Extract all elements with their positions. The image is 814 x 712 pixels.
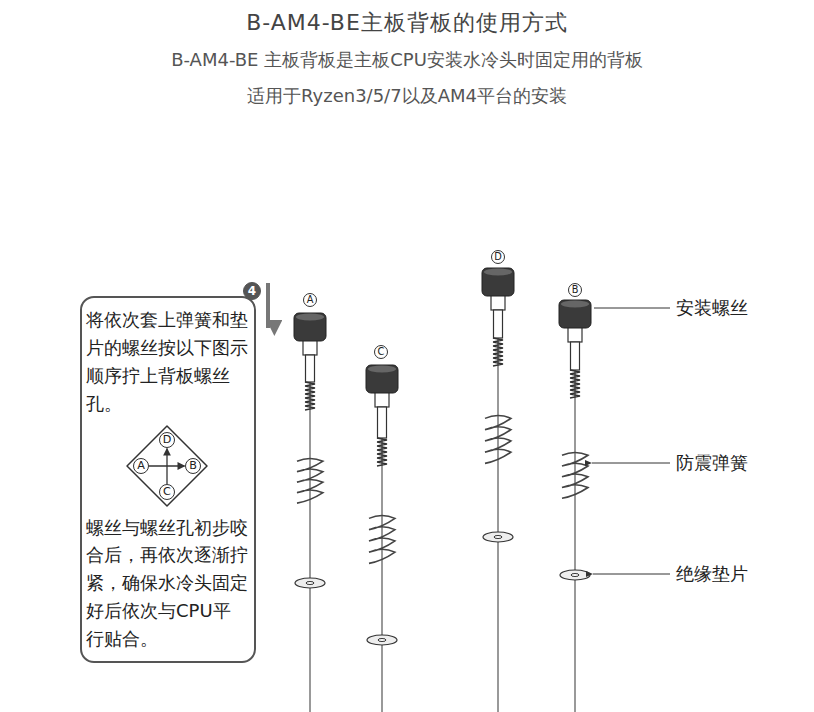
subtitle: B-AM4-BE 主板背板是主板CPU安装水冷头时固定用的背板 [0, 48, 814, 72]
node-letter: D [494, 252, 502, 262]
hole-marker: A [133, 458, 149, 474]
direction-arrow [266, 283, 270, 328]
node-letter: D [163, 434, 172, 445]
screw-marker: A [303, 293, 317, 307]
callout-number: 4 [243, 282, 261, 300]
hole-marker: B [185, 458, 201, 474]
hole-marker: D [159, 432, 175, 448]
node-letter: A [137, 460, 145, 471]
instruction-box: 将依次套上弹簧和垫片的螺丝按以下图示顺序拧上背板螺丝孔。螺丝与螺丝孔初步咬合后，… [80, 296, 256, 663]
leader-line [594, 308, 670, 309]
part-name: 安装螺丝 [676, 296, 748, 320]
screw-marker: D [491, 250, 505, 264]
node-letter: 4 [248, 285, 256, 297]
node-letter: A [307, 295, 314, 305]
leader-line [592, 463, 670, 464]
part-name: 绝缘垫片 [676, 562, 748, 586]
hole-marker: C [159, 484, 175, 500]
order-arrow [166, 449, 167, 485]
node-letter: B [189, 460, 197, 471]
screw-assembly [294, 268, 591, 712]
screw-marker: B [568, 283, 582, 297]
instruction-text: 螺丝与螺丝孔初步咬合后，再依次逐渐拧紧，确保水冷头固定好后依次与CPU平行贴合。 [86, 514, 248, 653]
screw-marker: C [374, 345, 388, 359]
title: B-AM4-BE主板背板的使用方式 [0, 8, 814, 38]
subtitle: 适用于Ryzen3/5/7以及AM4平台的安装 [0, 84, 814, 108]
leader-line [593, 574, 670, 575]
node-letter: C [163, 486, 171, 497]
node-letter: C [378, 347, 385, 357]
instruction-text: 将依次套上弹簧和垫片的螺丝按以下图示顺序拧上背板螺丝孔。 [86, 306, 248, 418]
part-name: 防震弹簧 [676, 451, 748, 475]
node-letter: B [572, 285, 579, 295]
